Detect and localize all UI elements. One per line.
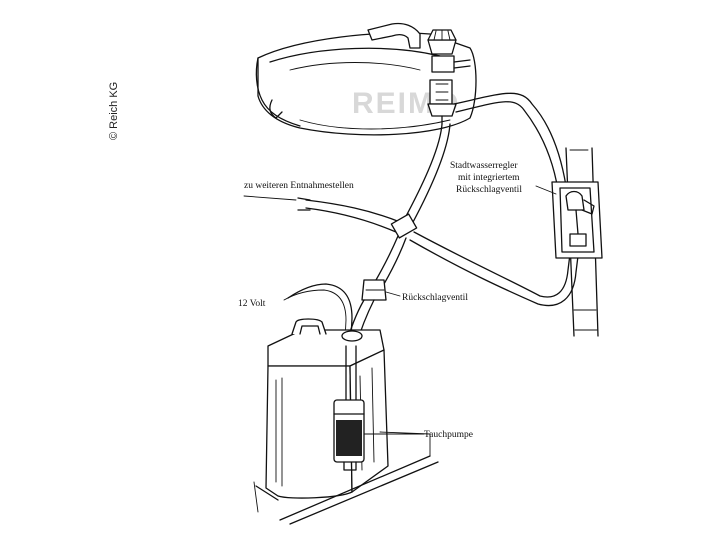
label-outlets: zu weiteren Entnahmestellen [244, 181, 354, 191]
label-regulator-1: Stadtwasserregler [450, 161, 518, 171]
submersible-pump-icon [333, 345, 425, 471]
copyright-text: © Reich KG [108, 82, 120, 140]
faucet-icon [367, 22, 471, 125]
label-voltage: 12 Volt [238, 299, 266, 309]
floor-base [255, 455, 439, 525]
pressure-regulator-icon [551, 181, 603, 259]
label-check-valve: Rückschlagventil [402, 293, 468, 303]
label-regulator-3: Rückschlagventil [456, 185, 522, 195]
water-canister-icon [265, 318, 389, 499]
label-regulator-2: mit integriertem [458, 173, 520, 183]
label-pump: Tauchpumpe [424, 430, 473, 440]
power-cable [287, 283, 353, 361]
sink-icon [255, 32, 477, 136]
